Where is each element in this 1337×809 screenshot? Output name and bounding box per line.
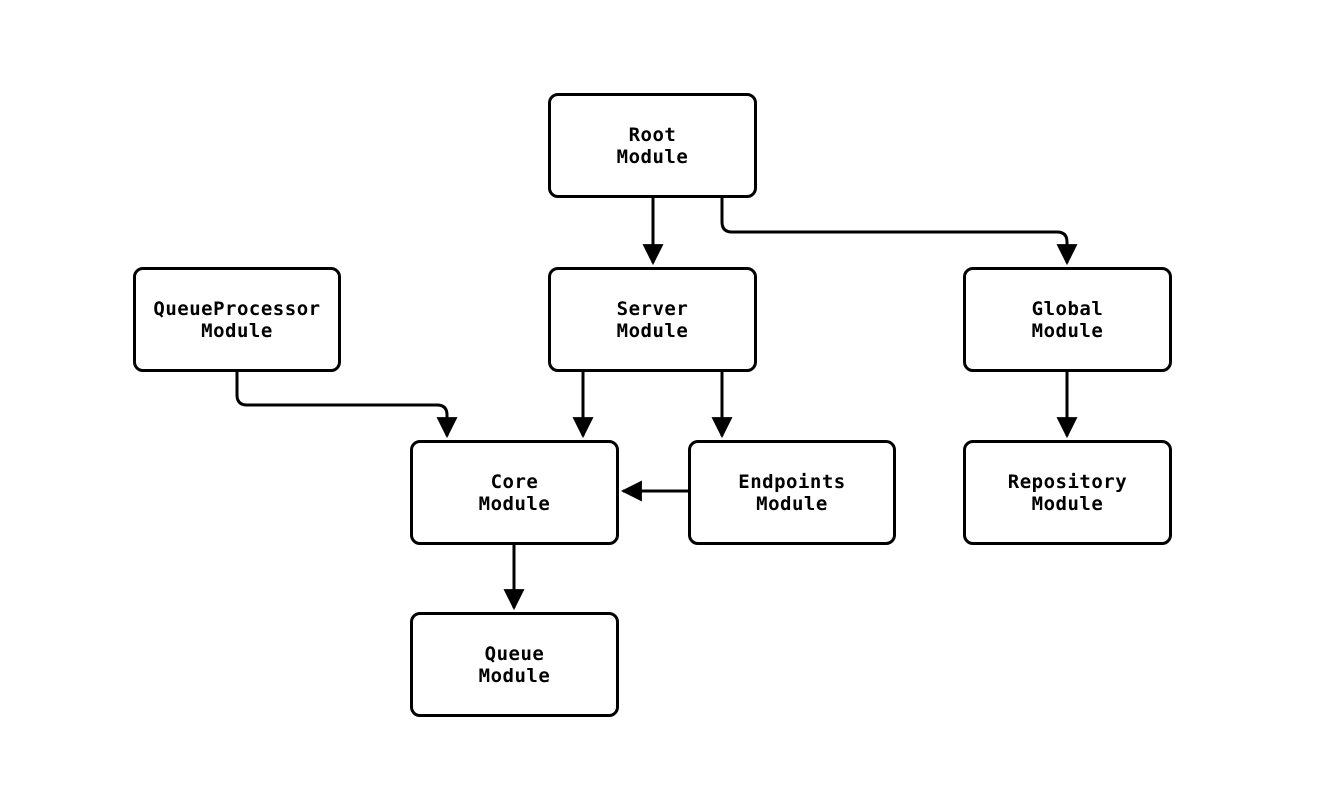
node-global-label-line: Module: [1031, 319, 1104, 342]
node-global-label-line: Global: [1031, 297, 1104, 320]
node-queueprocessor-label-line: QueueProcessor: [153, 297, 321, 320]
node-server-label-line: Server: [616, 297, 689, 320]
node-root-label-line: Root: [628, 123, 677, 146]
edge-queueprocessor-to-core: [235, 372, 458, 439]
node-endpoints-label-line: Module: [756, 492, 828, 515]
node-queue-label-line: Module: [478, 664, 551, 687]
node-core-label-line: Core: [490, 470, 539, 493]
node-server-label-line: Module: [616, 319, 689, 342]
node-root-label-line: Module: [616, 145, 689, 168]
node-queueprocessor-label-line: Module: [201, 319, 273, 342]
node-core-label-line: Module: [478, 492, 551, 515]
node-repository-label-line: Repository: [1007, 470, 1128, 493]
node-repository-label-line: Module: [1031, 492, 1104, 515]
node-queue-label-line: Queue: [484, 642, 545, 665]
edge-root-to-global: [720, 198, 1078, 266]
node-endpoints-label-line: Endpoints: [738, 470, 846, 493]
